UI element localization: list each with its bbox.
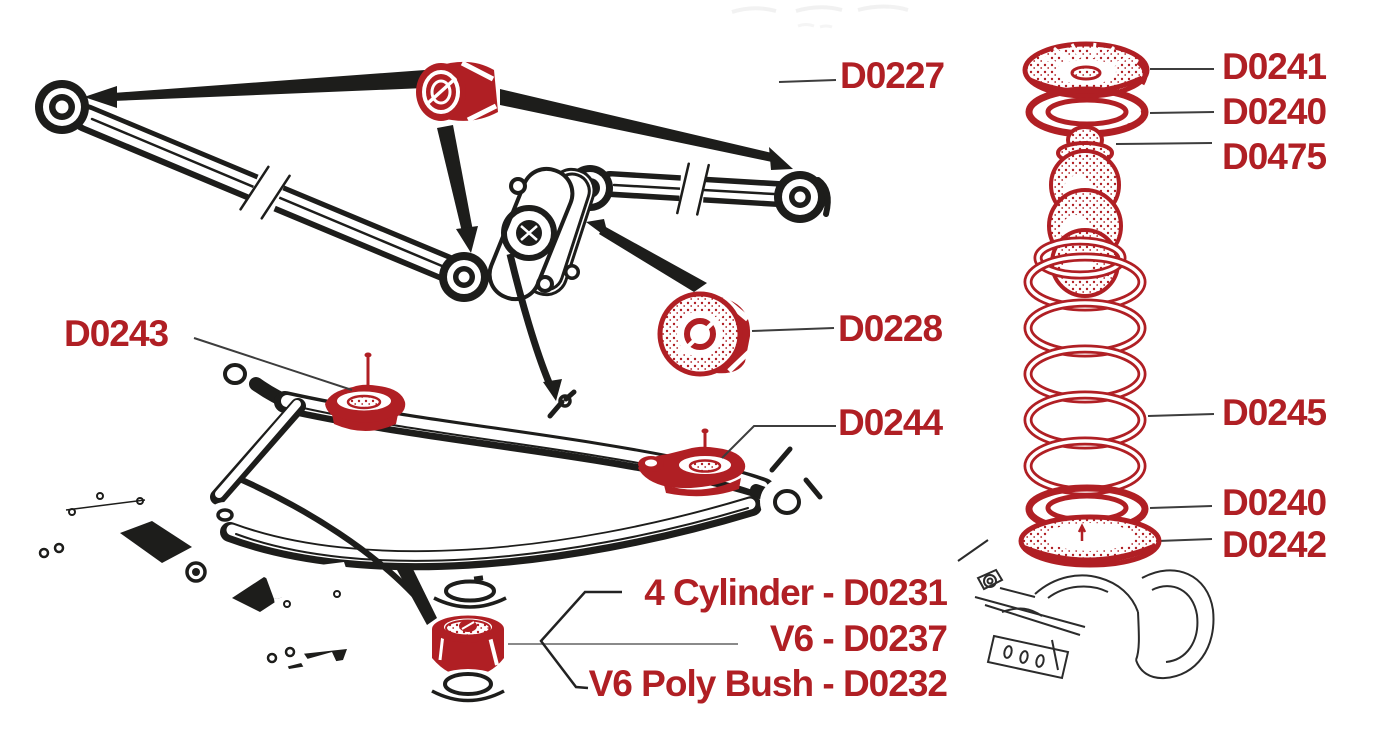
lateral-link-drawing xyxy=(567,161,831,223)
fork-leader-lines xyxy=(508,590,738,690)
spring-assembly-drawing xyxy=(1018,41,1162,568)
label-d0475: D0475 xyxy=(1222,136,1327,177)
bushing-stack-drawing xyxy=(431,575,507,703)
label-d0244: D0244 xyxy=(838,402,943,443)
label-4cylinder-d0231: 4 Cylinder - D0231 xyxy=(644,572,948,613)
d0242-spring-seat-drawing xyxy=(1018,514,1162,568)
label-v6-d0237: V6 - D0237 xyxy=(769,618,948,659)
cropped-title-remnant xyxy=(731,4,909,29)
d0245-coil-spring-drawing xyxy=(1023,236,1147,496)
label-d0243: D0243 xyxy=(64,313,169,354)
label-d0245: D0245 xyxy=(1222,392,1327,433)
d0228-bushing-drawing xyxy=(657,291,751,377)
crossmember-bracket-drawing xyxy=(30,489,352,673)
label-d0241: D0241 xyxy=(1222,46,1327,87)
axle-housing-sketch xyxy=(957,539,1215,680)
d0241-top-mount-drawing xyxy=(1022,41,1150,99)
label-d0242: D0242 xyxy=(1222,524,1327,565)
d0227-bushing-drawing xyxy=(416,60,498,123)
pointer-arrows xyxy=(84,70,793,253)
diff-mount-bracket-drawing xyxy=(487,166,707,401)
label-d0240-lower: D0240 xyxy=(1222,482,1327,523)
d0244-mount-drawing xyxy=(638,428,746,497)
label-d0240-upper: D0240 xyxy=(1222,91,1327,132)
d0243-mount-drawing xyxy=(325,352,406,431)
trailing-arm-drawing xyxy=(35,80,489,302)
leader-lines xyxy=(193,68,1215,542)
label-v6-poly-bush-d0232: V6 Poly Bush - D0232 xyxy=(588,663,948,704)
label-d0228: D0228 xyxy=(838,308,943,349)
label-d0227: D0227 xyxy=(840,55,945,96)
